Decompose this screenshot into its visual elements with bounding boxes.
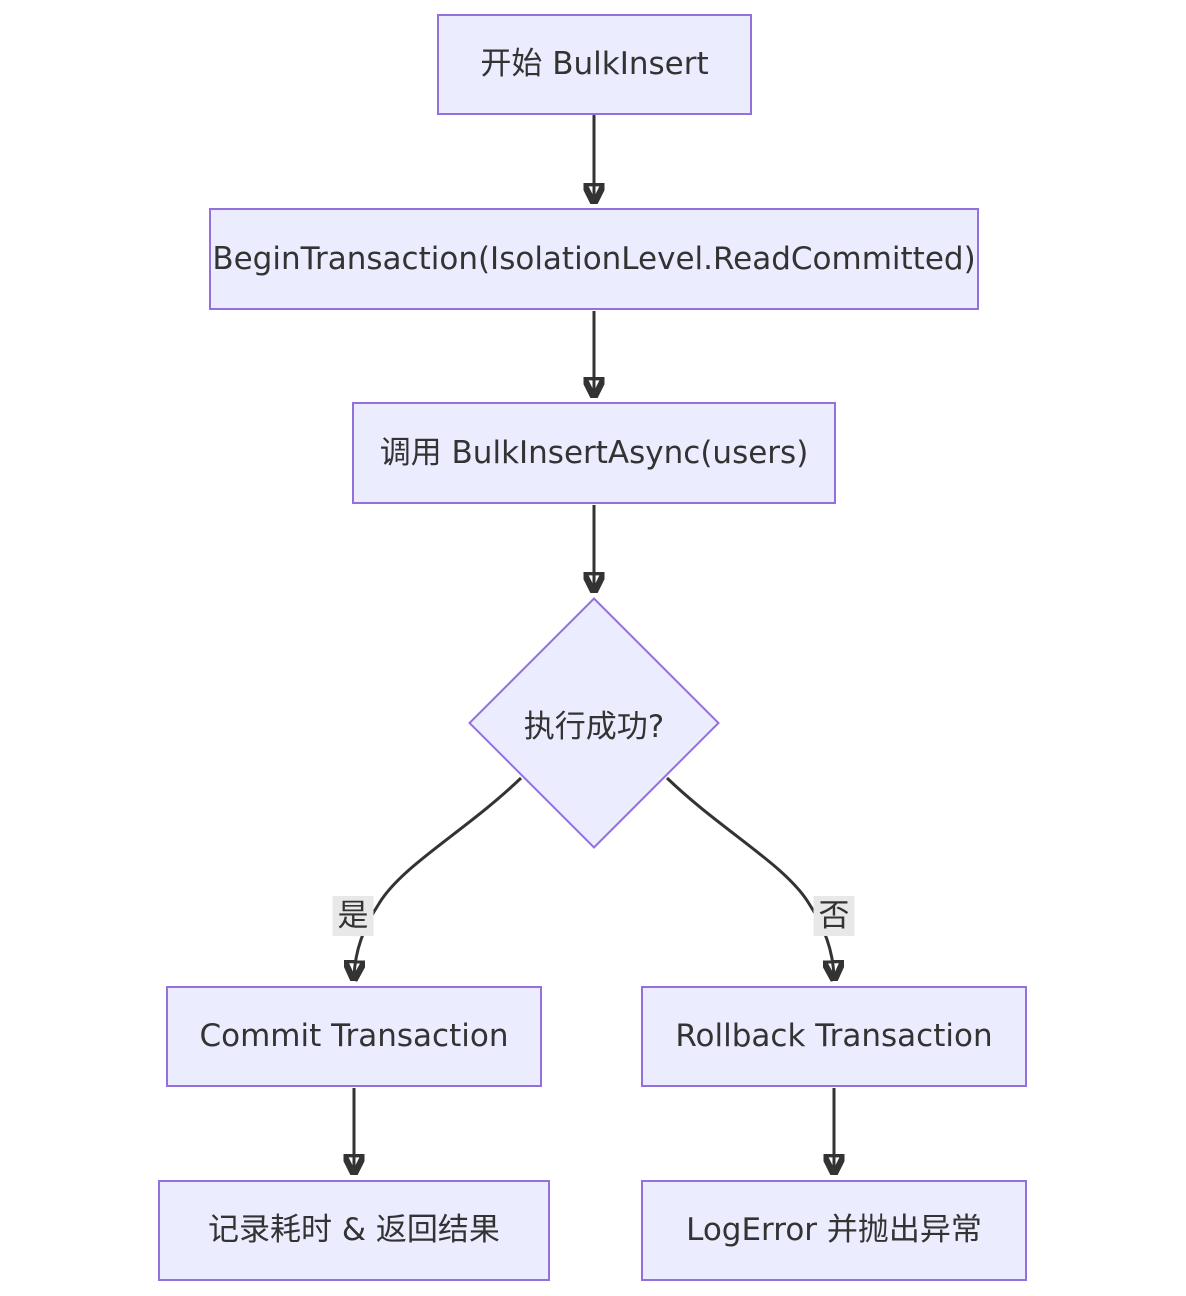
edge-label-no: 否: [813, 895, 855, 937]
node-rollback-transaction: Rollback Transaction: [641, 986, 1027, 1087]
edge-label-yes: 是: [332, 895, 374, 937]
node-start-bulkinsert: 开始 BulkInsert: [437, 14, 752, 115]
node-commit-transaction: Commit Transaction: [166, 986, 542, 1087]
node-log-elapsed-return-result: 记录耗时 & 返回结果: [158, 1180, 550, 1281]
node-decision-success-label: 执行成功?: [523, 708, 665, 745]
edge-success-no-to-rollback: [665, 776, 834, 977]
edge-success-yes-to-commit: [354, 776, 523, 977]
node-begin-transaction: BeginTransaction(IsolationLevel.ReadComm…: [209, 208, 979, 310]
node-logerror-throw: LogError 并抛出异常: [641, 1180, 1027, 1281]
node-call-bulkinsertasync: 调用 BulkInsertAsync(users): [352, 402, 836, 504]
